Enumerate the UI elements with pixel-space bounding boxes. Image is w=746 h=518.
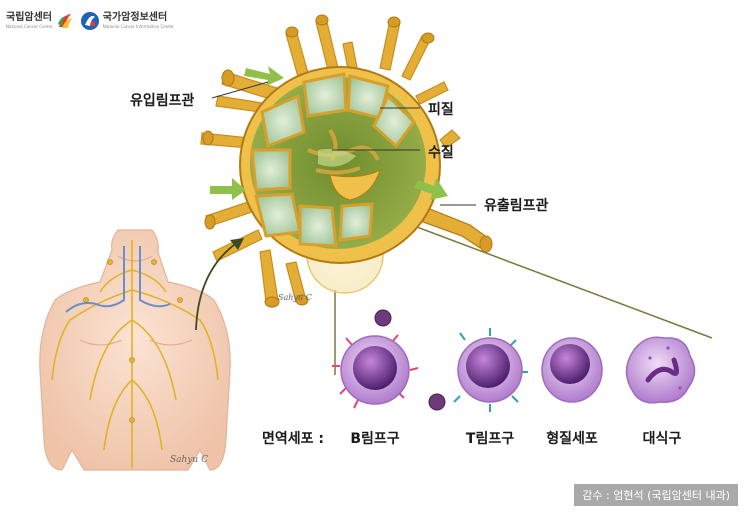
- logo-bar: 국립암센터 National Cancer Center 국가암정보센터 Nat…: [6, 6, 174, 36]
- credit-badge: 감수 : 엄현석 (국립암센터 내과): [574, 484, 738, 506]
- svg-text:Sahyu C: Sahyu C: [278, 293, 312, 302]
- flow-arrows: [210, 66, 448, 200]
- zoom-arrow: [195, 241, 239, 331]
- cortex-label: 피질: [428, 102, 454, 118]
- b-lymphocyte-label: B림프구: [350, 431, 400, 447]
- outflow-arrow-icon: [414, 178, 448, 200]
- inflow-arrow-icon: [244, 66, 284, 86]
- vessel-knobs: [202, 14, 435, 308]
- ncc-logo-name: 국립암센터: [6, 12, 52, 23]
- medulla-label: 수질: [428, 145, 454, 161]
- plasma-cell: [541, 337, 603, 403]
- nci-emblem-icon: [80, 12, 99, 30]
- afferent-lymph-vessel-label: 유입림프관: [130, 93, 195, 109]
- zoom-arrow-head-icon: [230, 238, 244, 250]
- lymph-node: [239, 66, 441, 264]
- macrophage-cell: [625, 336, 696, 404]
- t-lymphocyte-label: T림프구: [465, 431, 515, 447]
- human-torso: Sahyu C: [39, 229, 231, 471]
- leader-lines: [211, 81, 476, 206]
- ncc-logo[interactable]: 국립암센터 National Cancer Center: [6, 12, 74, 30]
- b-lymphocyte-cell: [332, 309, 446, 411]
- nci-logo-subtitle: National Cancer Information Center: [102, 24, 174, 29]
- immune-cells-title: 면역세포 :: [262, 431, 324, 447]
- t-lymphocyte-cell: [453, 328, 528, 412]
- ncc-logo-subtitle: National Cancer Center: [6, 24, 53, 29]
- svg-text:Sahyu C: Sahyu C: [170, 455, 208, 465]
- nci-logo[interactable]: 국가암정보센터 National Cancer Information Cent…: [80, 11, 174, 31]
- antibody-bound-icon: [374, 309, 446, 411]
- macrophage-label: 대식구: [642, 431, 682, 447]
- inflow-arrow-icon: [210, 178, 246, 200]
- cortex-follicles: [250, 72, 416, 248]
- plasma-cell-label: 형질세포: [546, 431, 598, 447]
- nci-logo-name: 국가암정보센터: [102, 12, 168, 23]
- ncc-emblem-icon: [57, 14, 72, 28]
- efferent-lymph-vessel-label: 유출림프관: [484, 198, 549, 214]
